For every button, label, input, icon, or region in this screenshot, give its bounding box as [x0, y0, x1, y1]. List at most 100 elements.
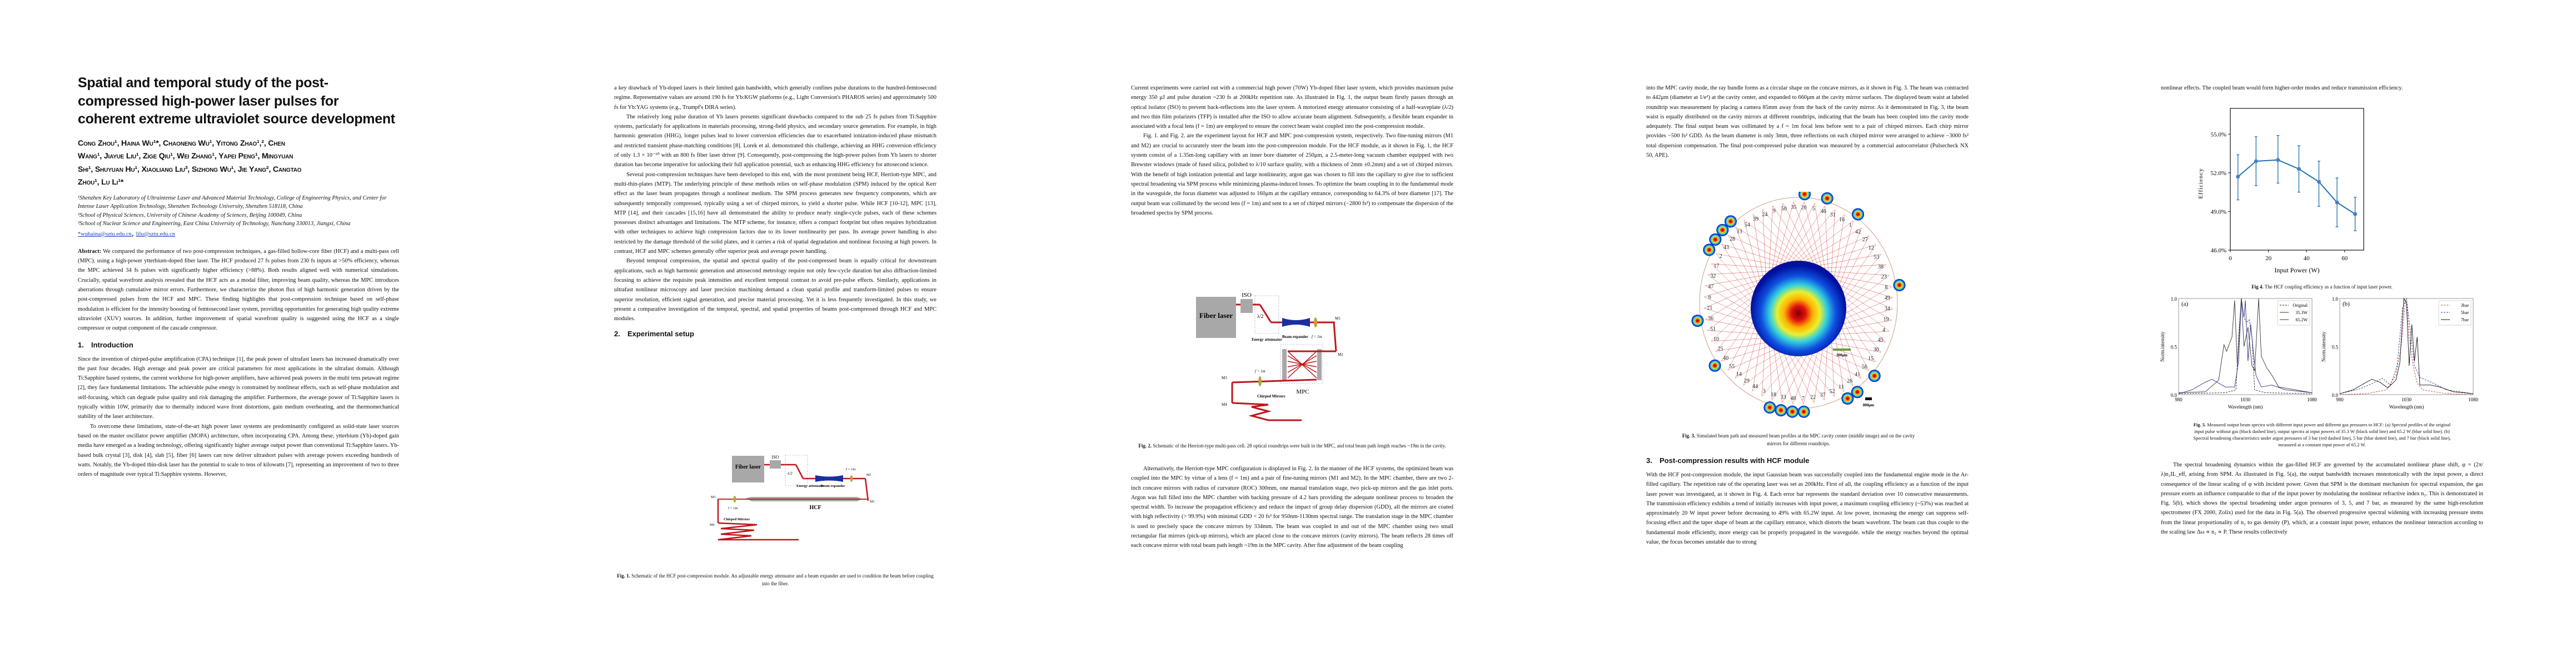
svg-text:56: 56 — [1862, 364, 1867, 370]
svg-text:980: 980 — [2175, 397, 2183, 402]
svg-text:λ/2: λ/2 — [1257, 313, 1263, 319]
section-heading-experimental-setup: 2.Experimental setup — [614, 329, 936, 339]
svg-text:29: 29 — [1744, 378, 1750, 384]
svg-text:(b): (b) — [2343, 301, 2350, 307]
svg-text:22: 22 — [1810, 395, 1816, 401]
svg-text:35: 35 — [1791, 205, 1797, 211]
author-line: Shi¹, Shuyuan Hu¹, Xiaoliang Liu³, Sizho… — [78, 165, 302, 174]
svg-text:f = 1m: f = 1m — [728, 506, 738, 510]
svg-text:980: 980 — [2336, 397, 2344, 402]
caption-text: The HCF coupling efficiency as a functio… — [2264, 284, 2393, 290]
intro-paragraph-1: Since the invention of chirped-pulse amp… — [78, 356, 399, 420]
svg-text:Original: Original — [2293, 303, 2308, 308]
svg-text:0.0: 0.0 — [2332, 392, 2339, 398]
svg-text:1030: 1030 — [2240, 397, 2251, 402]
svg-text:20: 20 — [1801, 205, 1807, 211]
title-line: coherent extreme ultraviolet source deve… — [78, 111, 395, 127]
svg-text:Norm.intensity: Norm.intensity — [2321, 331, 2326, 362]
figure-1-caption: Fig. 1. Schematic of the HCF post-compre… — [614, 573, 936, 588]
svg-text:40: 40 — [2304, 255, 2310, 262]
author-list: Cong Zhou¹, Haina Wu¹*, Chaoneng Wu¹, Yi… — [78, 137, 399, 190]
svg-text:42: 42 — [1855, 229, 1861, 235]
svg-text:2: 2 — [1720, 253, 1722, 260]
svg-text:Energy attenuator: Energy attenuator — [796, 484, 825, 488]
abstract-text: We compared the performance of two post-… — [78, 248, 399, 332]
svg-text:23: 23 — [1881, 274, 1887, 280]
svg-text:54: 54 — [1745, 222, 1750, 228]
svg-text:Beam expander: Beam expander — [1282, 335, 1308, 339]
svg-text:Beam expander: Beam expander — [821, 484, 845, 488]
svg-text:7bar: 7bar — [2461, 317, 2469, 322]
figure-4-caption: Fig 4. The HCF coupling efficiency as a … — [2161, 283, 2483, 291]
svg-text:49: 49 — [1885, 295, 1890, 301]
paper-title: Spatial and temporal study of the post- … — [78, 74, 399, 128]
svg-text:8: 8 — [1885, 285, 1887, 291]
svg-text:20: 20 — [2265, 255, 2272, 262]
svg-text:55: 55 — [1729, 364, 1735, 370]
paragraph: The spectral broadening dynamics within … — [2161, 462, 2483, 536]
svg-text:9: 9 — [1773, 208, 1776, 215]
svg-text:λ/2: λ/2 — [788, 471, 793, 476]
paragraph: With the HCF post-compression module, th… — [1646, 472, 1969, 546]
svg-text:28: 28 — [1730, 236, 1735, 242]
email-link-lilu[interactable]: lilu@sztu.edu.cn — [136, 231, 175, 237]
svg-text:47: 47 — [1708, 284, 1713, 290]
contact-emails: *wuhaina@sztu.edu.cn, lilu@sztu.edu.cn — [78, 228, 175, 238]
svg-text:38: 38 — [1878, 264, 1884, 270]
paragraph: Beyond temporal compression, the spatial… — [614, 258, 936, 322]
section-title: Post-compression results with HCF module — [1660, 456, 1810, 465]
affiliation-1: ¹Shenzhen Key Laboratory of Ultraintense… — [78, 195, 387, 210]
svg-text:Energy attenuator: Energy attenuator — [1252, 337, 1282, 342]
title-line: Spatial and temporal study of the post- — [78, 75, 328, 91]
svg-text:100μm: 100μm — [1836, 353, 1847, 357]
svg-text:1: 1 — [1849, 222, 1852, 228]
svg-text:52: 52 — [1830, 389, 1835, 395]
svg-text:39: 39 — [1753, 216, 1758, 222]
svg-text:53: 53 — [1874, 254, 1879, 260]
page-5: nonlinear effects. The coupled beam woul… — [2061, 0, 2576, 667]
author-line: Wang¹, Jiayue Liu¹, Zige Qiu¹, Wei Zhang… — [78, 152, 293, 161]
title-line: compressed high-power laser pulses for — [78, 93, 339, 109]
svg-text:MPC: MPC — [1296, 389, 1309, 395]
caption-label: Fig. 2. — [1138, 443, 1152, 449]
svg-text:51: 51 — [1710, 326, 1716, 332]
svg-text:0: 0 — [2229, 255, 2232, 262]
svg-text:11: 11 — [1838, 384, 1844, 390]
affiliations: ¹Shenzhen Key Laboratory of Ultraintense… — [78, 194, 399, 228]
svg-text:45: 45 — [1878, 337, 1884, 343]
svg-text:50: 50 — [1781, 206, 1787, 212]
caption-label: Fig 4. — [2251, 284, 2264, 290]
email-link-wuhaina[interactable]: *wuhaina@sztu.edu.cn — [78, 231, 132, 237]
svg-text:M3: M3 — [1222, 376, 1227, 380]
svg-text:M4: M4 — [1222, 402, 1227, 407]
caption-label: Fig. 3. — [1682, 433, 1696, 439]
fiber-laser-label: Fiber laser — [735, 464, 761, 470]
figure-1-hcf-schematic: Fiber laser ISO λ/2 Energy attenuator Be… — [704, 454, 938, 551]
svg-text:43: 43 — [1723, 245, 1729, 251]
section-heading-hcf-results: 3. Post-compression results with HCF modu… — [1646, 456, 1969, 466]
affiliation-2: ²School of Physical Sciences, University… — [78, 212, 302, 218]
paragraph: Current experiments were carried out wit… — [1131, 85, 1453, 130]
section-number: 2. — [614, 330, 620, 339]
svg-text:0.0: 0.0 — [2171, 392, 2178, 398]
svg-text:52.0%: 52.0% — [2211, 170, 2226, 177]
svg-text:15: 15 — [1868, 356, 1874, 362]
caption-label: Fig. 5. — [2193, 422, 2206, 427]
section-number: 1. — [78, 340, 84, 349]
svg-text:3: 3 — [1763, 389, 1766, 395]
caption-label: Fig. 1. — [617, 573, 630, 579]
page-3: Current experiments were carried out wit… — [1030, 0, 1546, 667]
svg-text:Fiber laser: Fiber laser — [1199, 311, 1233, 320]
svg-text:17: 17 — [1713, 263, 1719, 270]
svg-text:27: 27 — [1862, 237, 1868, 243]
author-line: Zhou¹, Lu Li¹* — [78, 178, 124, 187]
y-axis-label: Efficiency — [2198, 168, 2204, 199]
svg-text:25: 25 — [1718, 346, 1723, 352]
svg-text:14: 14 — [1736, 371, 1742, 377]
paragraph: into the MPC cavity mode, the ray bundle… — [1646, 85, 1969, 159]
figure-2-mpc-schematic: Fiber laser ISO λ/2 Energy attenuator Be… — [1174, 289, 1407, 428]
section-number: 3. — [1646, 456, 1652, 465]
svg-text:Wavelength (nm): Wavelength (nm) — [2228, 404, 2263, 410]
